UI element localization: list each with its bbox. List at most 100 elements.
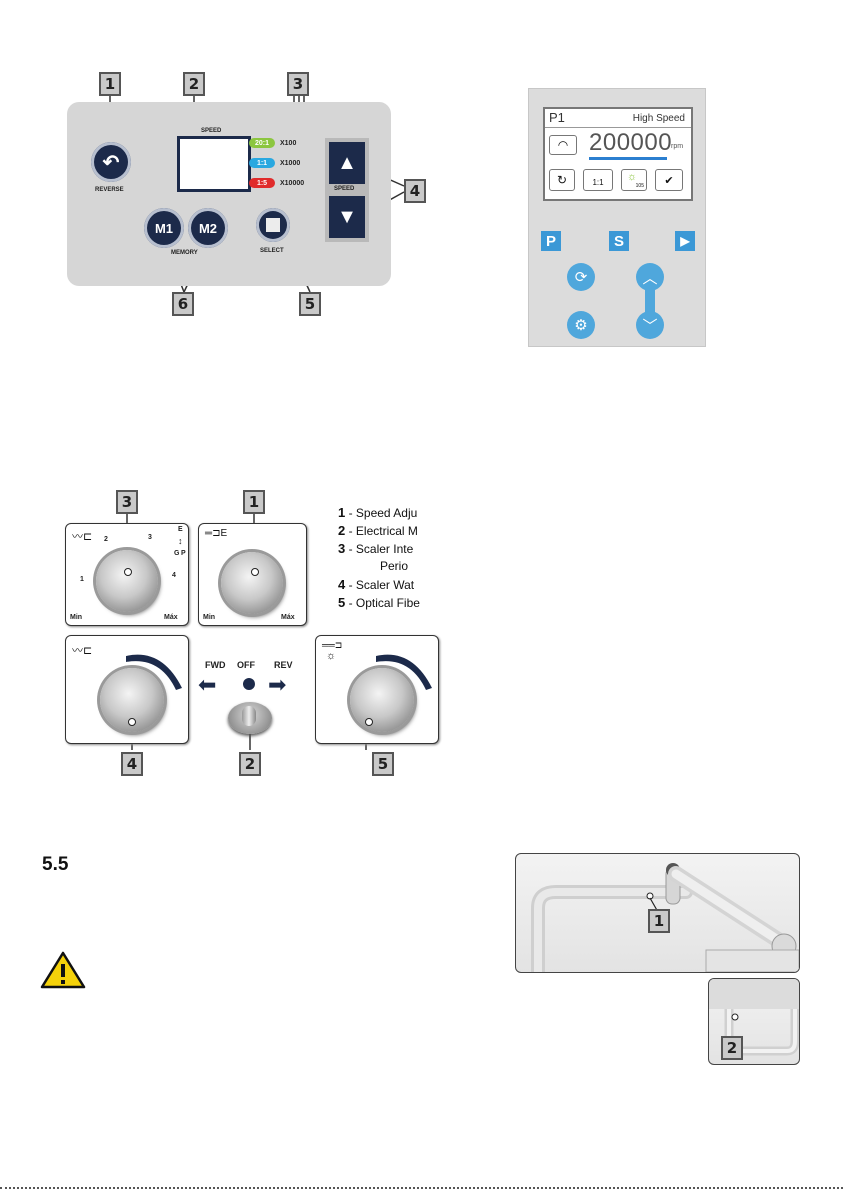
callout-2: 2 [183,72,205,96]
decrease-button[interactable]: ﹀ [636,311,664,339]
reverse-button[interactable]: ↶ [91,142,131,182]
p-button[interactable]: P [541,231,561,251]
speed-display [177,136,251,192]
speed-progress-bar [589,157,667,160]
ratio-1-5-badge: 1:5 [249,178,275,188]
ratio-20-1-badge: 20:1 [249,138,275,148]
select-label: SELECT [260,248,284,254]
memory-label: MEMORY [171,250,198,256]
speed-value: 200000 [589,129,673,156]
speed-adjust-box: ═⊐E Min Máx [198,523,307,626]
min-label-3: Min [70,614,83,621]
warning-icon [40,951,86,989]
select-button[interactable] [256,208,290,242]
callout-knob-5: 5 [372,752,394,776]
max-label-1: Máx [281,614,295,621]
perio-arrow-icon: ↕ [178,536,183,546]
callout-knob-4: 4 [121,752,143,776]
control-panel: ↶ REVERSE SPEED 20:1 X100 1:1 X1000 1:5 … [67,102,391,286]
screen-header [545,109,691,128]
s-button[interactable]: S [609,231,629,251]
rotation-icon[interactable]: ↻ [549,169,575,191]
scaler-water-box: 〰⊏ [65,635,189,744]
speed-adjust-knob[interactable] [221,552,283,614]
scaler-icon: 〰⊏ [72,531,93,543]
arm-illustration [531,863,799,972]
callout-knob-1: 1 [243,490,265,514]
optical-fiber-knob[interactable] [350,668,414,732]
touch-control-panel: P1 High Speed ◠ 200000 rpm ↻ 1:1 ☼ 105 ✔… [528,88,706,347]
toggle-switch[interactable] [242,706,256,726]
knob-indicator [365,718,373,726]
photo-callout-2: 2 [721,1036,743,1060]
gear-icon: ⚙ [574,317,588,334]
callout-4: 4 [404,179,426,203]
light-value: 105 [635,183,644,189]
multiplier-x10000: X10000 [280,180,305,187]
increase-button[interactable]: ︿ [636,263,664,291]
ratio-tile[interactable]: 1:1 [583,169,613,191]
increase-wedge-icon [126,654,182,690]
callout-knob-3: 3 [116,490,138,514]
legend-item-5: 5 - Optical Fibe [338,595,420,610]
scale-mark-1: 1 [80,576,84,583]
footer-rule [0,1187,843,1189]
light-bulb-icon: ☼ [627,171,638,183]
m2-button[interactable]: M2 [188,208,228,248]
lcd-screen: P1 High Speed ◠ 200000 rpm ↻ 1:1 ☼ 105 ✔ [543,107,693,201]
light-icon: ☼ [326,650,337,662]
program-label: P1 [549,110,565,125]
scale-mark-3: 3 [148,534,152,541]
increase-wedge-icon [376,654,432,690]
legend-item-perio: Perio [380,559,409,573]
rev-label: REV [274,660,293,670]
multiplier-x100: X100 [280,140,297,147]
scaler-water-icon: 〰⊏ [72,645,93,657]
chevron-up-icon: ︿ [642,269,658,287]
perio-e: E [178,526,183,533]
speed-title: SPEED [201,128,222,134]
pedal-icon[interactable]: ✔ [655,169,683,191]
min-label-1: Min [203,614,216,621]
callout-knob-2: 2 [239,752,261,776]
square-icon [266,218,280,232]
photo-callout-1: 1 [648,909,670,933]
rpm-unit: rpm [671,143,684,150]
off-label: OFF [237,660,255,670]
refresh-icon: ⟳ [574,269,588,286]
knob-indicator [251,568,259,576]
reverse-label: REVERSE [95,187,124,193]
off-dot-icon [243,678,255,690]
knob-indicator [124,568,132,576]
legend-item-4: 4 - Scaler Wat [338,577,415,592]
gear-ratio-value: 1:1 [592,178,604,187]
reverse-icon: ↶ [102,151,120,174]
updown-connector [645,277,655,323]
play-button[interactable]: ▶ [675,231,695,251]
settings-button[interactable]: ⚙ [567,311,595,339]
handpiece-icon: ═⊐E [205,528,228,539]
speed-up-button[interactable]: ▲ [329,142,365,184]
scaler-intensity-knob[interactable] [96,550,158,612]
multiplier-x1000: X1000 [280,160,301,167]
knob-indicator [128,718,136,726]
speed-down-button[interactable]: ▼ [329,196,365,238]
mode-label: High Speed [632,113,685,124]
perio-g: G [174,550,180,557]
section-number: 5.5 [42,854,69,875]
max-label-3: Máx [164,614,178,621]
callout-1: 1 [99,72,121,96]
refresh-button[interactable]: ⟳ [567,263,595,291]
perio-p: P [181,550,186,557]
fwd-label: FWD [205,660,226,670]
legend-item-1: 1 - Speed Adju [338,505,418,520]
arrow-left-icon: ⬅ [198,672,217,697]
speedometer-icon[interactable]: ◠ [549,135,577,155]
arrow-down-icon: ▼ [337,205,357,228]
scale-mark-2: 2 [104,536,108,543]
scaler-intensity-box: 〰⊏ 2 3 1 4 E ↕ G P Min Máx [65,523,189,626]
arrow-up-icon: ▲ [337,151,357,174]
light-tile[interactable]: ☼ 105 [621,169,647,191]
legend-item-3: 3 - Scaler Inte [338,541,414,556]
m1-button[interactable]: M1 [144,208,184,248]
